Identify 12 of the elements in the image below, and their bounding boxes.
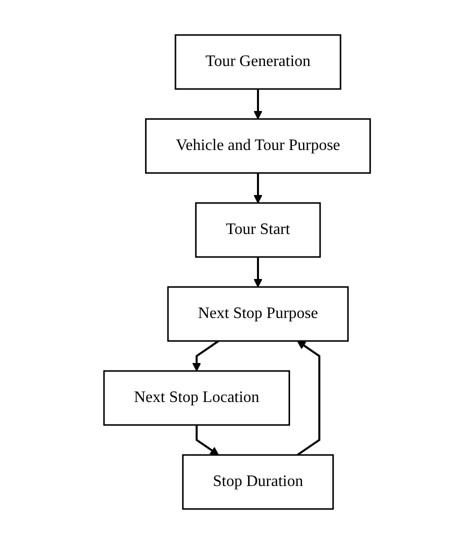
arrow — [254, 173, 262, 204]
node-box: Next Stop Location — [103, 370, 290, 426]
arrow — [254, 257, 262, 288]
arrow — [196, 424, 219, 456]
node-box: Stop Duration — [182, 454, 334, 510]
node-box: Vehicle and Tour Purpose — [145, 118, 371, 174]
arrow — [192, 340, 220, 372]
node-box: Tour Start — [195, 202, 321, 258]
node-box: Tour Generation — [174, 34, 342, 90]
arrow — [254, 89, 262, 120]
node-box: Next Stop Purpose — [167, 286, 349, 342]
arrow — [296, 340, 320, 456]
